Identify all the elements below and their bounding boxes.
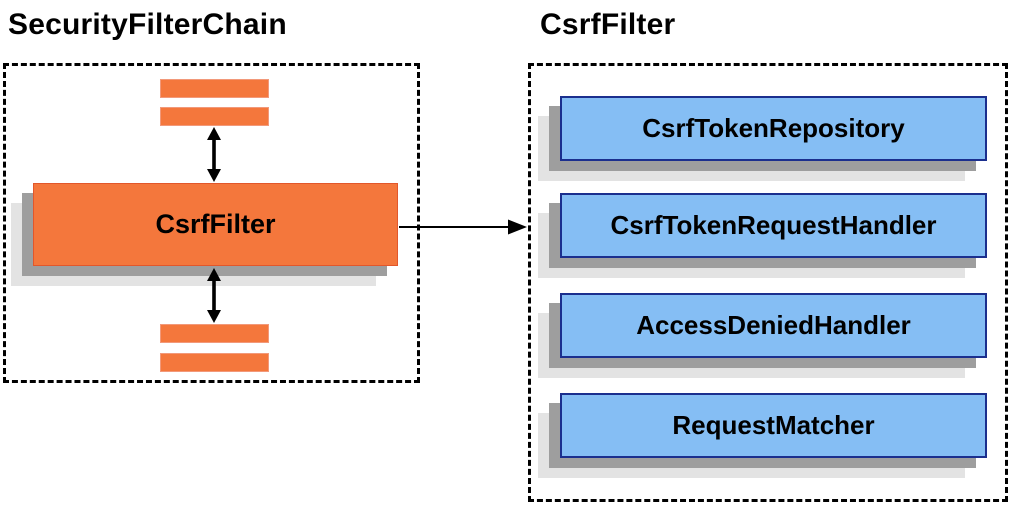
security-filter-chain-panel [3,63,420,383]
component-access-denied-handler: AccessDeniedHandler [560,293,987,358]
double-arrow-icon [207,268,221,323]
double-arrow-icon [207,127,221,182]
flow-arrow-icon [399,219,527,235]
component-request-matcher: RequestMatcher [560,393,987,458]
csrf-filter-panel [528,63,1008,502]
filter-bar [160,353,269,372]
security-filter-chain-title: SecurityFilterChain [8,8,287,41]
component-csrf-token-repository: CsrfTokenRepository [560,96,987,161]
filter-bar [160,79,269,98]
csrf-filter-node: CsrfFilter [33,183,398,266]
component-csrf-token-request-handler: CsrfTokenRequestHandler [560,193,987,258]
filter-bar [160,107,269,126]
filter-bar [160,324,269,343]
csrf-filter-title: CsrfFilter [540,8,676,41]
